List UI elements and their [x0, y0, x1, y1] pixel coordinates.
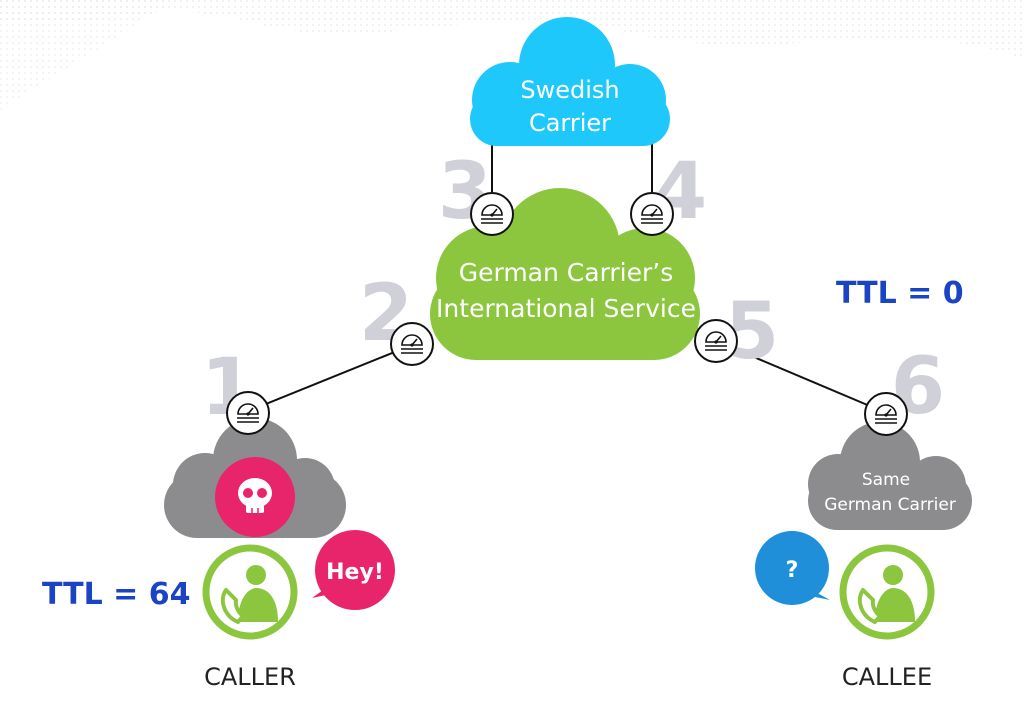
speedometer-icon [470, 192, 514, 236]
question-bubble-text: ? [786, 558, 799, 583]
hey-speech-bubble: Hey! [312, 530, 395, 610]
ttl-start-label: TTL = 64 [42, 577, 191, 612]
callee-carrier-line2: German Carrier [824, 495, 956, 515]
speedometer-icon [630, 192, 674, 236]
caller-phone-user-icon [206, 548, 294, 636]
speedometer-icon [226, 391, 270, 435]
german-international-cloud: German Carrier’s International Service [430, 188, 700, 360]
swedish-carrier-line1: Swedish [520, 76, 619, 104]
caller-label: CALLER [204, 663, 296, 691]
ttl-end-label: TTL = 0 [836, 276, 964, 311]
swedish-carrier-cloud: Swedish Carrier [470, 17, 670, 146]
question-speech-bubble: ? [755, 531, 830, 605]
cloud-shape [808, 422, 972, 530]
skull-icon [215, 457, 295, 537]
hey-bubble-text: Hey! [326, 560, 384, 585]
speedometer-icon [864, 392, 908, 436]
cloud-shape [470, 17, 670, 146]
background-pattern [0, 0, 1024, 60]
speedometer-icon [694, 319, 738, 363]
swedish-carrier-line2: Carrier [529, 109, 611, 137]
speedometer-icon [390, 322, 434, 366]
callee-phone-user-icon [843, 548, 931, 636]
callee-label: CALLEE [842, 663, 932, 691]
callee-carrier-cloud: Same German Carrier [808, 422, 972, 530]
cloud-shape [430, 188, 700, 360]
german-international-line1: German Carrier’s [459, 258, 674, 287]
german-international-line2: International Service [436, 294, 696, 323]
background-pattern-left [0, 0, 170, 110]
callee-carrier-line1: Same [862, 470, 910, 490]
